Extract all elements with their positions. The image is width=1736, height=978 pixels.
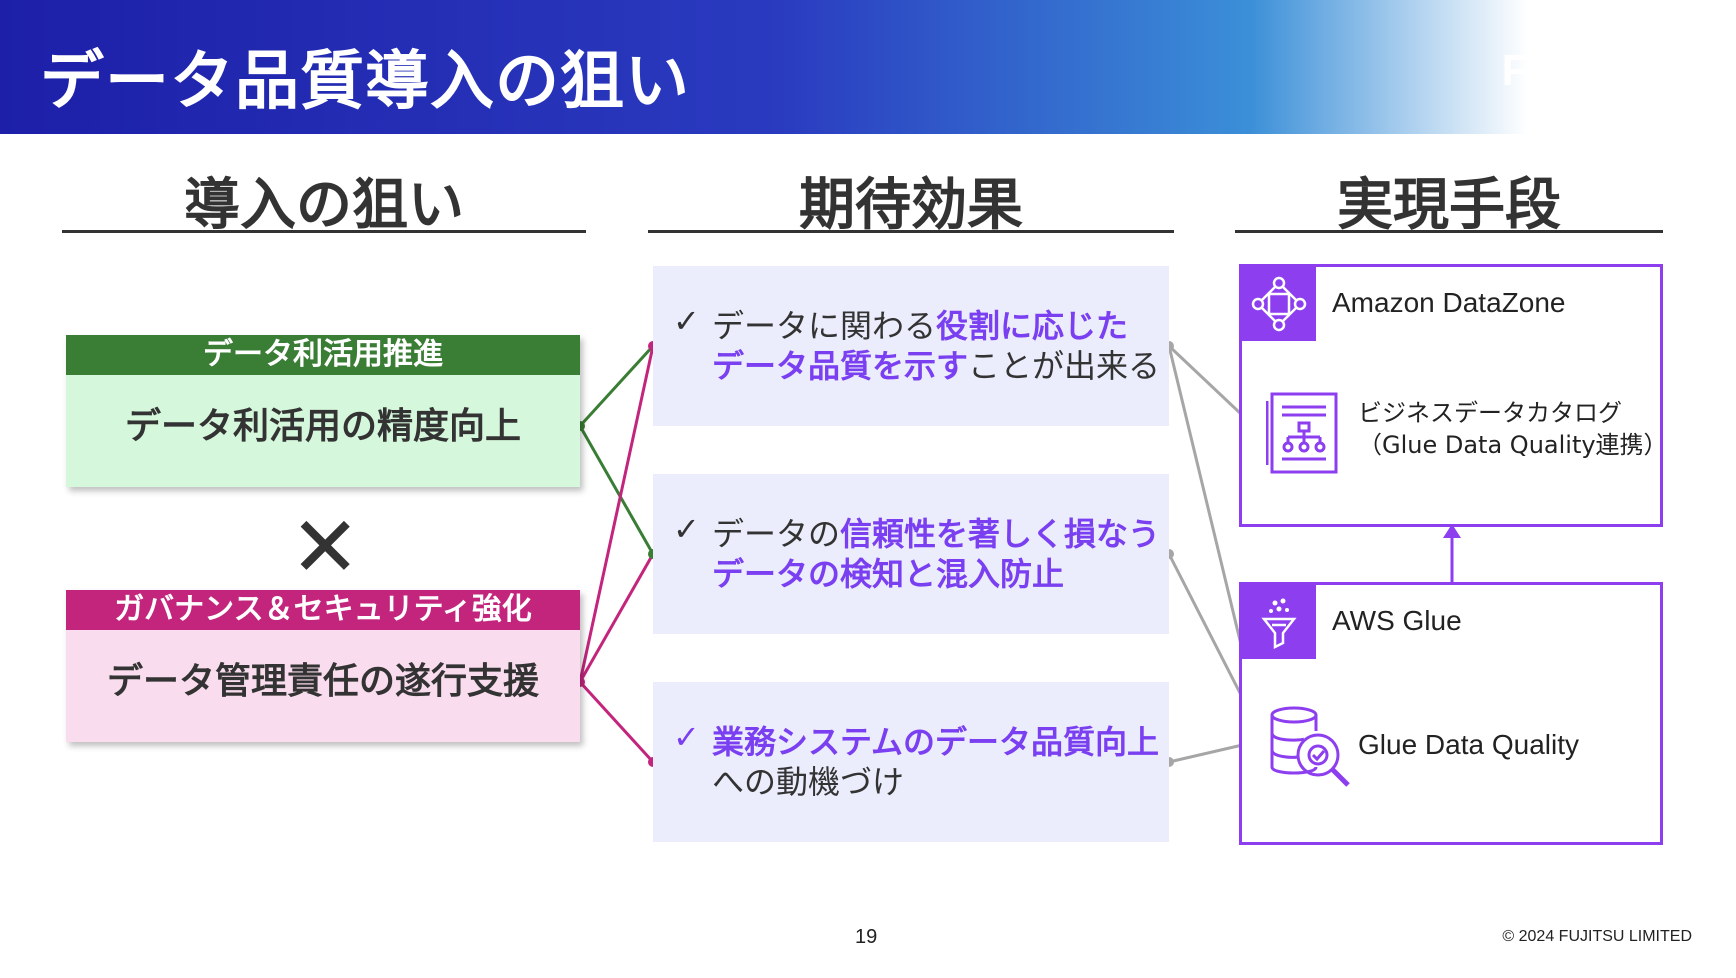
feature-glue-data-quality: Glue Data Quality — [1358, 729, 1579, 760]
glue-icon — [1242, 585, 1316, 659]
fujitsu-logo: FUJITSU — [1501, 46, 1692, 95]
copyright: © 2024 FUJITSU LIMITED — [1502, 928, 1692, 945]
goal-tag: ガバナンス＆セキュリティ強化 — [66, 590, 580, 630]
datazone-icon — [1242, 267, 1316, 341]
checkmark-icon: ✓ — [673, 302, 700, 340]
catalog-icon — [1265, 391, 1342, 479]
effect-box-role-quality: ✓ データに関わる役割に応じた データ品質を示すことが出来る — [653, 266, 1169, 426]
connector-goal1-effect1 — [578, 344, 655, 428]
connector-goal2-effect3 — [578, 680, 655, 764]
service-aws-glue: AWS Glue Glue Data Quality — [1239, 582, 1663, 845]
arrow-up-icon — [1443, 524, 1461, 538]
effect-box-motivation: ✓ 業務システムのデータ品質向上 への動機づけ — [653, 682, 1169, 842]
checkmark-icon: ✓ — [673, 510, 700, 548]
goal-box-governance: ガバナンス＆セキュリティ強化 データ管理責任の遂行支援 — [66, 590, 580, 742]
effect-text: 業務システムのデータ品質向上 への動機づけ — [712, 723, 1160, 801]
service-name: Amazon DataZone — [1332, 287, 1566, 318]
connector-goal2-effect2 — [578, 553, 655, 683]
effect-text: データの信頼性を著しく損なう データの検知と混入防止 — [712, 515, 1161, 593]
goal-box-data-utilization: データ利活用推進 データ利活用の精度向上 — [66, 335, 580, 487]
data-quality-icon — [1268, 705, 1352, 793]
cross-icon: ✕ — [290, 498, 361, 596]
fujitsu-infinity-icon: ∞ — [1623, 32, 1638, 53]
goal-body: データ管理責任の遂行支援 — [106, 661, 539, 702]
checkmark-icon: ✓ — [673, 718, 700, 756]
service-name: AWS Glue — [1332, 605, 1462, 636]
effect-box-detection: ✓ データの信頼性を著しく損なう データの検知と混入防止 — [653, 474, 1169, 634]
header-banner: データ品質導入の狙い ∞ FUJITSU — [0, 0, 1736, 134]
goal-tag: データ利活用推進 — [66, 335, 580, 375]
effect-text: データに関わる役割に応じた データ品質を示すことが出来る — [712, 307, 1161, 385]
column-heading-means: 実現手段 — [1235, 160, 1663, 238]
service-amazon-datazone: Amazon DataZone ビジネスデータカタログ （Glue Data Q… — [1239, 264, 1668, 527]
column-heading-goals: 導入の狙い — [62, 160, 586, 238]
connector-goal1-effect2 — [578, 425, 655, 555]
feature-business-catalog: ビジネスデータカタログ （Glue Data Quality連携） — [1358, 399, 1668, 459]
connector-goal2-effect1 — [578, 345, 655, 683]
page-number: 19 — [855, 926, 878, 948]
goal-body: データ利活用の精度向上 — [124, 406, 521, 447]
column-heading-effects: 期待効果 — [648, 160, 1174, 238]
page-title: データ品質導入の狙い — [40, 45, 690, 119]
